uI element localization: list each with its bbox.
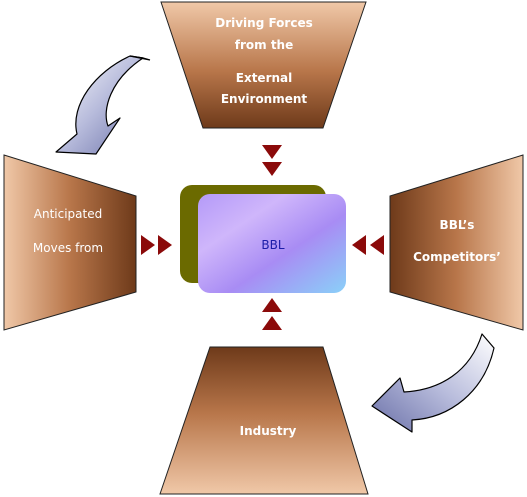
left-trapezoid xyxy=(3,154,137,331)
top-label-line-4: Environment xyxy=(220,92,308,106)
center-front-rect xyxy=(198,194,346,293)
curved-arrow-top-left xyxy=(55,55,144,155)
left-label-line-2: Moves from xyxy=(32,241,104,255)
top-trapezoid xyxy=(160,1,367,129)
right-trapezoid xyxy=(389,154,524,331)
curved-arrow-bottom-right xyxy=(371,333,495,433)
right-label-line-1: BBL’s xyxy=(439,218,475,232)
left-label-clipped: · · · · · · · · · xyxy=(8,279,128,285)
bottom-arrowhead xyxy=(262,298,282,330)
center-label: BBL xyxy=(261,238,285,252)
right-label-line-2: Competitors’ xyxy=(413,250,501,264)
right-arrowhead xyxy=(352,235,384,255)
left-arrowhead xyxy=(141,235,172,255)
bottom-label-line-1: Industry xyxy=(239,424,297,438)
left-label-line-1: Anticipated xyxy=(33,207,103,221)
top-label-line-3: External xyxy=(235,71,293,85)
top-label-line-1: Driving Forces xyxy=(215,16,313,30)
top-arrowhead xyxy=(262,145,282,176)
bottom-label-clipped: · · · · · · · · · xyxy=(200,459,336,465)
top-label-line-2: from the xyxy=(234,38,294,52)
bottom-trapezoid xyxy=(159,346,369,495)
